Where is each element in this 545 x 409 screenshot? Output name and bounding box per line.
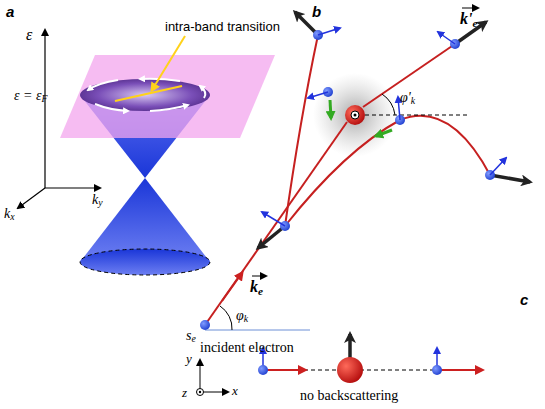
subscript: e — [472, 17, 477, 29]
subscript: e — [191, 333, 195, 344]
vector-label: ke — [250, 278, 263, 296]
angle-label: φ'k — [400, 90, 415, 105]
caption-note: incident electron — [200, 340, 294, 355]
vector-label: k'e — [460, 10, 477, 28]
panel-letter: b — [312, 4, 321, 21]
subscript: e — [258, 285, 263, 297]
axis-label: y — [186, 352, 192, 366]
axis-label: ky — [92, 192, 103, 207]
subscript: F — [41, 93, 47, 104]
subscript: k — [244, 313, 248, 324]
caption-note: no backscattering — [300, 388, 398, 403]
transition-label: intra-band transition — [165, 20, 280, 34]
fermi-level-label: ε = εF — [14, 88, 47, 103]
subscript: y — [98, 197, 102, 208]
panel-letter: a — [6, 4, 14, 21]
subscript: x — [10, 211, 14, 222]
axis-label: ε — [26, 26, 32, 44]
panel-letter: c — [520, 292, 528, 309]
axis-label: x — [232, 384, 238, 398]
axis-label: kx — [4, 206, 15, 221]
axis-label: z — [182, 386, 187, 400]
angle-label: φk — [236, 308, 248, 323]
spin-label: se — [186, 328, 196, 343]
subscript: k — [411, 95, 415, 106]
